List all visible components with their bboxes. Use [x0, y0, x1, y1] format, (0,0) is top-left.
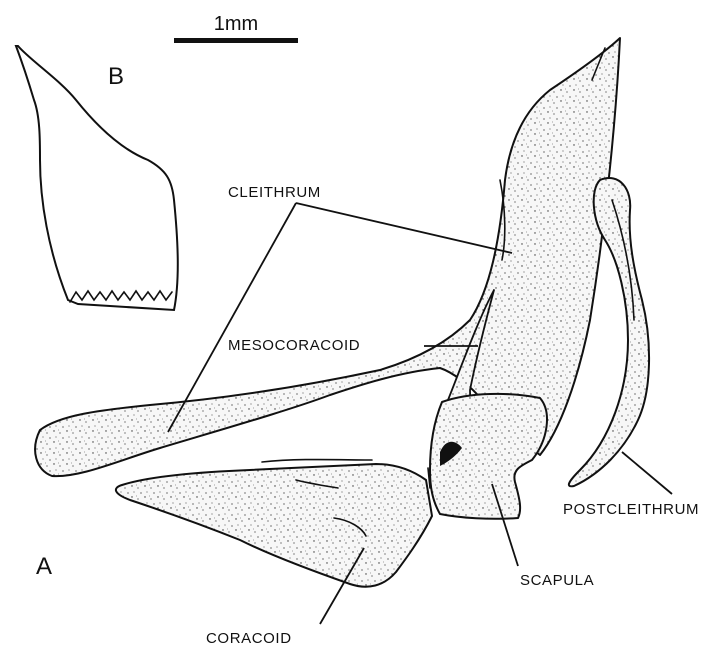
scale-bar-label: 1mm: [214, 13, 258, 35]
label-coracoid: CORACOID: [206, 630, 292, 645]
panel-label-b: B: [108, 63, 124, 90]
cleithrum-leader-top: [296, 203, 512, 253]
label-postcleithrum: POSTCLEITHRUM: [563, 501, 699, 518]
label-cleithrum: CLEITHRUM: [228, 184, 321, 201]
panel-b-outline: B: [16, 46, 178, 310]
panel-label-a: A: [36, 553, 52, 580]
scale-bar: 1mm: [174, 13, 298, 43]
scale-bar-line: [174, 38, 298, 43]
label-mesocoracoid: MESOCORACOID: [228, 337, 360, 354]
postcleithrum-leader: [622, 452, 672, 494]
panel-a-girdle: [35, 38, 649, 587]
label-scapula: SCAPULA: [520, 572, 594, 589]
coracoid-shape: [116, 464, 432, 587]
